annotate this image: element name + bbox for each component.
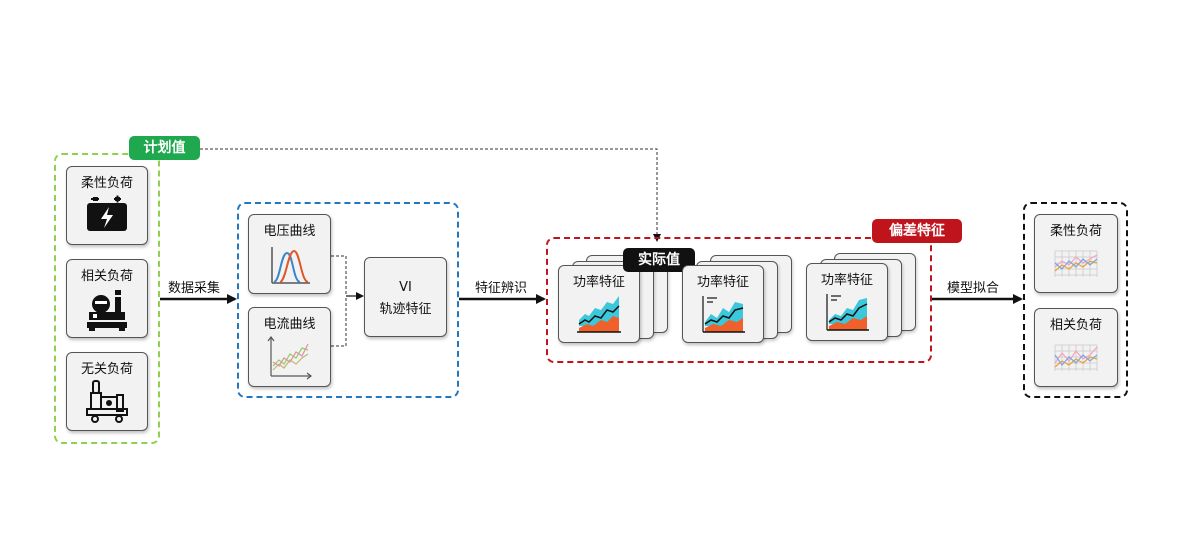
- current-curve-card: 电流曲线: [248, 307, 331, 387]
- vi-line1: VI: [399, 280, 412, 295]
- power-feature-label-a: 功率特征: [572, 275, 625, 290]
- curve-feature-group: [237, 202, 459, 398]
- flexible-load-card: 柔性负荷: [66, 166, 148, 245]
- power-feature-label-c: 功率特征: [820, 273, 873, 288]
- output-flexible-load-card: 柔性负荷: [1034, 214, 1118, 293]
- voltage-to-vi-connector: [331, 255, 347, 296]
- area-chart-icon-a: [577, 296, 621, 333]
- battery-icon: [87, 195, 127, 231]
- unrelated-load-card: 无关负荷: [66, 352, 148, 431]
- area-chart-icon-c: [826, 294, 869, 331]
- flexible-load-label: 柔性负荷: [80, 176, 133, 191]
- output-load-group: [1023, 202, 1128, 398]
- deviation-feature-tag: 偏差特征: [872, 219, 962, 243]
- plan-to-actual-connector: [200, 148, 661, 242]
- power-feature-card-a: 功率特征: [558, 265, 640, 343]
- area-chart-icon-b: [702, 296, 745, 333]
- power-feature-label-b: 功率特征: [696, 275, 749, 290]
- multi-line-chart-icon: [267, 336, 312, 380]
- voltage-curve-card: 电压曲线: [248, 214, 331, 294]
- output-related-load-label: 相关负荷: [1049, 318, 1102, 333]
- current-curve-label: 电流曲线: [263, 317, 316, 332]
- deviation-feature-group: [546, 237, 932, 363]
- generator-icon: [87, 290, 127, 331]
- output-flexible-load-label: 柔性负荷: [1049, 224, 1102, 239]
- plan-value-tag: 计划值: [129, 136, 200, 160]
- feature-identification-label: 特征辨识: [475, 281, 528, 296]
- power-feature-card-b: 功率特征: [682, 265, 764, 343]
- model-fitting-label: 模型拟合: [947, 281, 1000, 296]
- vi-line2: 轨迹特征: [379, 302, 432, 317]
- grid-line-chart-icon-2: [1054, 344, 1098, 371]
- related-load-card: 相关负荷: [66, 259, 148, 338]
- current-to-vi-connector: [331, 296, 347, 347]
- grid-line-chart-icon-1: [1054, 250, 1098, 277]
- vi-trajectory-card: VI 轨迹特征: [364, 257, 447, 337]
- voltage-curve-label: 电压曲线: [263, 224, 316, 239]
- power-feature-card-c: 功率特征: [806, 263, 888, 341]
- load-input-group: [54, 153, 160, 444]
- data-collection-label: 数据采集: [168, 281, 221, 296]
- related-load-label: 相关负荷: [80, 269, 133, 284]
- bell-curve-icon: [270, 247, 310, 284]
- machine-icon: [86, 380, 128, 423]
- output-related-load-card: 相关负荷: [1034, 308, 1118, 387]
- unrelated-load-label: 无关负荷: [80, 362, 133, 377]
